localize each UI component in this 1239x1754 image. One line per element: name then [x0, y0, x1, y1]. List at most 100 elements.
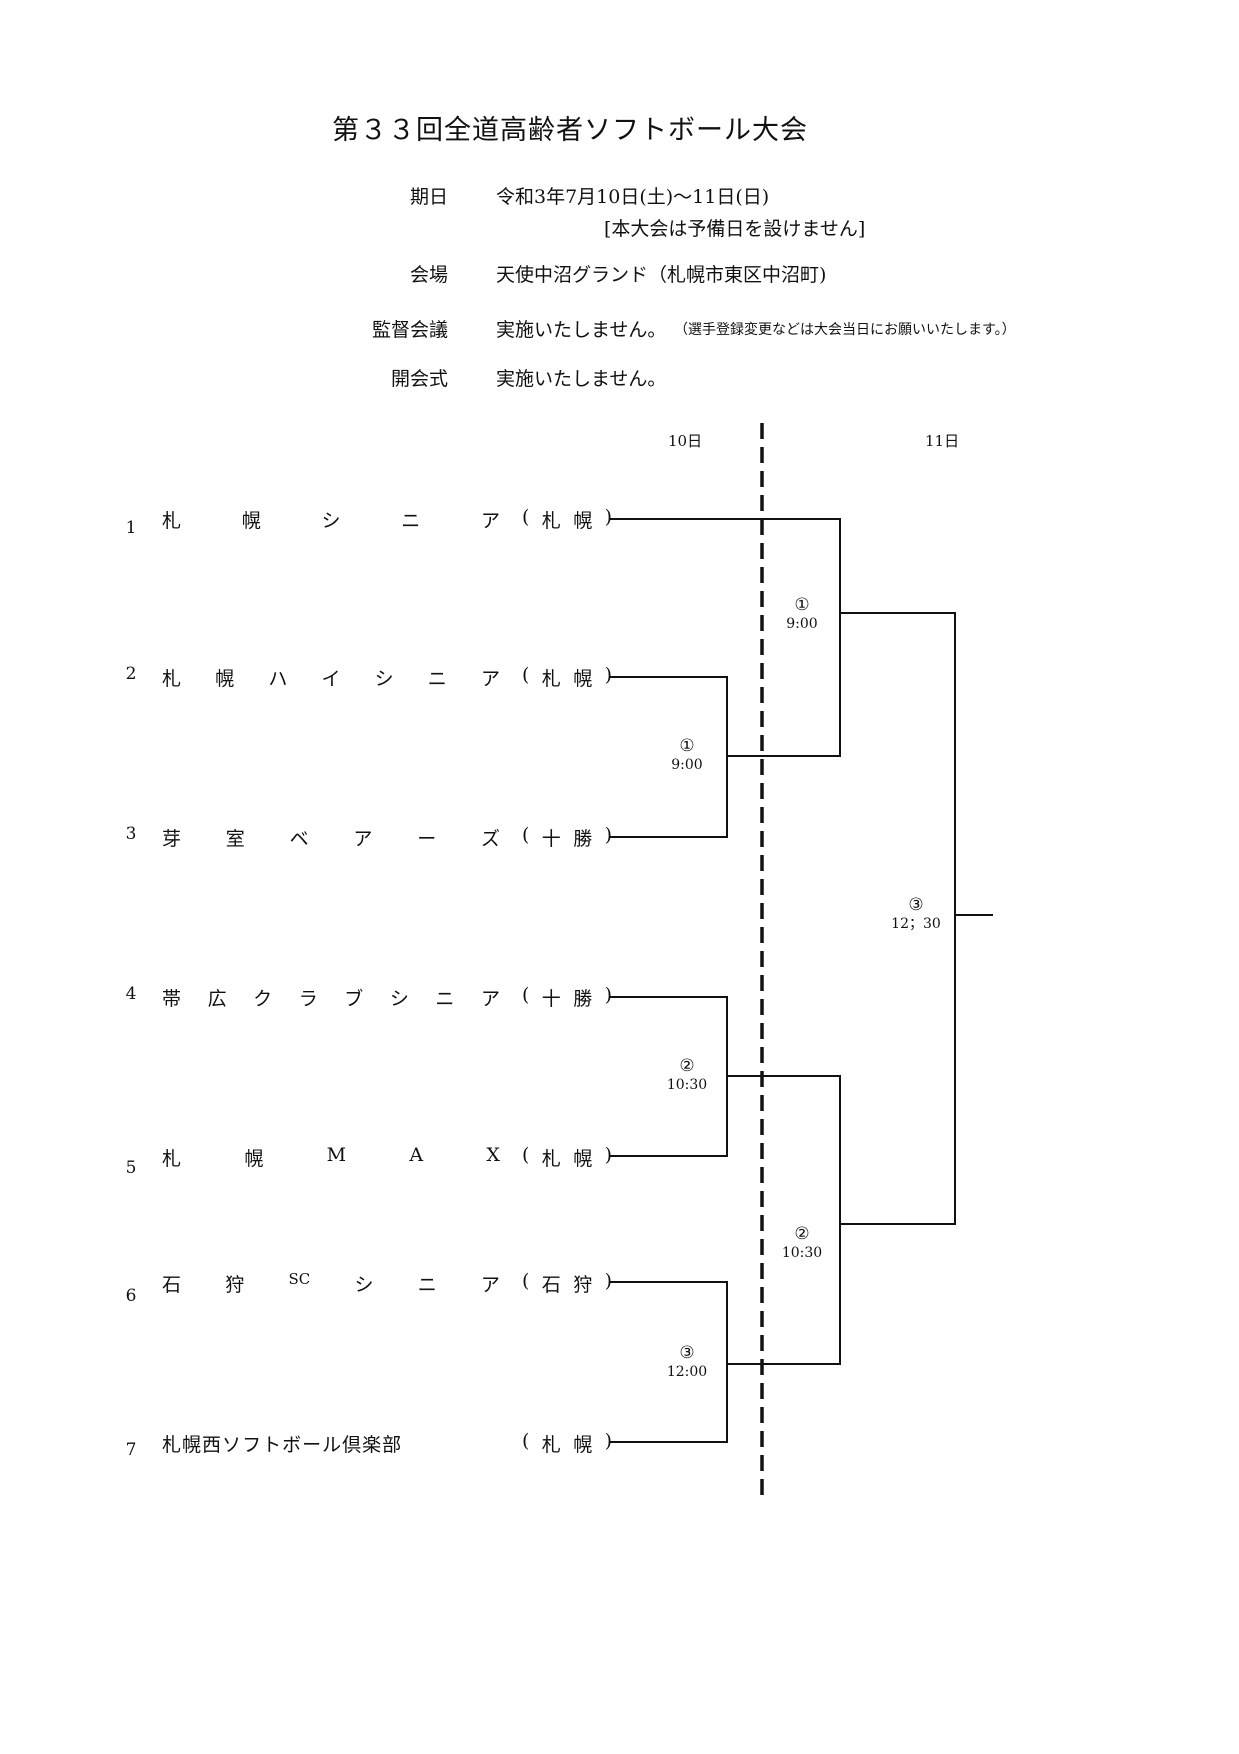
venue-value: 天使中沼グランド（札幌市東区中沼町): [496, 264, 827, 286]
team-name-char: 帯: [162, 987, 182, 1010]
team-name-char: 札: [162, 1147, 182, 1170]
date-label: 期日: [409, 186, 448, 208]
team-name-char: ソ: [222, 1433, 242, 1456]
team-name-char: 部: [382, 1433, 402, 1456]
team-name-char: 幌: [215, 667, 235, 690]
game-time: 12:00: [666, 1364, 708, 1380]
team-name-char: 幌: [182, 1433, 202, 1456]
team-name-char: 狩: [225, 1273, 245, 1296]
team-name-char: 楽: [362, 1433, 382, 1456]
bracket-line: [840, 612, 956, 1225]
game-time: 10:30: [781, 1245, 823, 1261]
team-name: 札 幌 西 ソ フ ト ボ ー ル 倶 楽 部: [162, 1430, 522, 1457]
team-number: 5: [125, 1158, 137, 1178]
team-region: ( 石 狩 ): [522, 1270, 612, 1297]
game-time: 9:00: [786, 616, 818, 632]
team-name-char: 西: [202, 1433, 222, 1456]
team-name-char: 幌: [241, 509, 261, 532]
region-char: ): [604, 663, 612, 686]
date-note: [本大会は予備日を設けません]: [604, 218, 866, 240]
game-label-d1-1: ① 9:00: [647, 737, 727, 775]
region-char: ): [604, 823, 612, 846]
team-name-char: 札: [162, 667, 182, 690]
team-name-char: A: [409, 1143, 424, 1166]
team-name-char: M: [326, 1143, 347, 1166]
team-row-3: 芽 室 ベ ア ー ズ ( 十 勝 ): [162, 822, 612, 852]
game-number: ③: [908, 895, 924, 915]
team-number: 1: [125, 518, 137, 538]
team-name-char: シ: [374, 667, 394, 690]
team-name: 石 狩 SC シ ニ ア: [162, 1270, 522, 1297]
region-char: (: [522, 1269, 530, 1292]
team-name-char: ベ: [289, 827, 309, 850]
team-row-7: 札 幌 西 ソ フ ト ボ ー ル 倶 楽 部 ( 札 幌 ): [162, 1428, 612, 1458]
game-label-d1-2: ② 10:30: [647, 1057, 727, 1095]
team-region: ( 札 幌 ): [522, 506, 612, 533]
team-name-char: ズ: [480, 827, 500, 850]
region-char: ): [604, 505, 612, 528]
team-name-char: 幌: [244, 1147, 264, 1170]
team-name-char: フ: [242, 1433, 262, 1456]
team-region: ( 札 幌 ): [522, 664, 612, 691]
team-name-char: ア: [480, 1273, 500, 1296]
team-name-char: ー: [302, 1433, 322, 1456]
team-name-char: 石: [162, 1273, 182, 1296]
team-name-char: ク: [253, 987, 273, 1010]
team-name-char: ボ: [282, 1433, 302, 1456]
game-number: ③: [679, 1343, 695, 1363]
team-name-char: 芽: [162, 827, 182, 850]
team-name-char: ー: [417, 827, 437, 850]
region-char: 十: [541, 987, 561, 1010]
venue-label: 会場: [409, 264, 448, 286]
team-name-char: 札: [162, 1433, 182, 1456]
team-number: 2: [125, 664, 137, 684]
team-row-5: 札 幌 M A X ( 札 幌 ): [162, 1142, 612, 1172]
team-name-char: ア: [480, 509, 500, 532]
region-char: 勝: [573, 987, 593, 1010]
team-row-2: 札 幌 ハ イ シ ニ ア ( 札 幌 ): [162, 662, 612, 692]
team-region: ( 札 幌 ): [522, 1430, 612, 1457]
team-region: ( 十 勝 ): [522, 984, 612, 1011]
region-char: 狩: [573, 1273, 593, 1296]
team-row-1: 札 幌 シ ニ ア ( 札 幌 ): [162, 504, 612, 534]
team-name: 帯 広 ク ラ ブ シ ニ ア: [162, 984, 522, 1011]
team-name-char: X: [486, 1143, 500, 1166]
day-header-11: 11日: [925, 432, 960, 450]
day-header-10: 10日: [668, 432, 703, 450]
team-row-4: 帯 広 ク ラ ブ シ ニ ア ( 十 勝 ): [162, 982, 612, 1012]
team-name-char: シ: [354, 1273, 374, 1296]
bracket-line: [610, 1281, 728, 1443]
team-name-char: 倶: [342, 1433, 362, 1456]
team-name-char: ニ: [427, 667, 447, 690]
region-char: 幌: [573, 509, 593, 532]
team-region: ( 十 勝 ): [522, 824, 612, 851]
team-name: 札 幌 シ ニ ア: [162, 506, 522, 533]
team-name-char: ル: [322, 1433, 342, 1456]
game-time: 9:00: [671, 757, 703, 773]
region-char: (: [522, 983, 530, 1006]
team-name-char: ニ: [417, 1273, 437, 1296]
team-number: 7: [125, 1440, 137, 1460]
team-name: 札 幌 M A X: [162, 1144, 522, 1171]
team-name-char: ブ: [344, 987, 364, 1010]
team-name-char: ニ: [435, 987, 455, 1010]
team-row-6: 石 狩 SC シ ニ ア ( 石 狩 ): [162, 1268, 612, 1298]
ceremony-value: 実施いたしません。: [496, 368, 667, 390]
game-number: ①: [679, 736, 695, 756]
region-char: ): [604, 1269, 612, 1292]
meeting-value: 実施いたしません。: [496, 319, 667, 341]
game-number: ②: [794, 1224, 810, 1244]
team-name-char: ア: [353, 827, 373, 850]
game-time: 12；30: [891, 916, 941, 932]
region-char: 石: [541, 1273, 561, 1296]
team-number: 3: [125, 824, 137, 844]
team-name: 芽 室 ベ ア ー ズ: [162, 824, 522, 851]
region-char: 勝: [573, 827, 593, 850]
date-value: 令和3年7月10日(土)〜11日(日): [496, 186, 770, 208]
bracket-line: [610, 518, 841, 757]
team-name-char: ト: [262, 1433, 282, 1456]
region-char: 十: [541, 827, 561, 850]
region-char: 札: [541, 1433, 561, 1456]
team-name-char: ニ: [401, 509, 421, 532]
